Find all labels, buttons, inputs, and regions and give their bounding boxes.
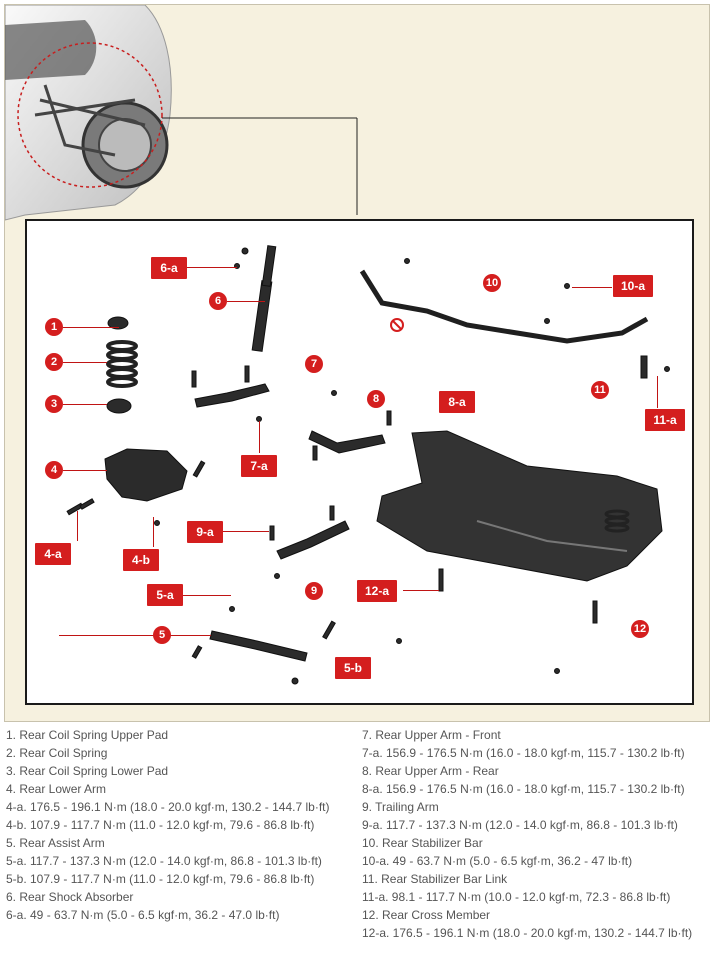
legend-line: 12-a. 176.5 - 196.1 N·m (18.0 - 20.0 kgf… xyxy=(362,926,693,940)
leader-line xyxy=(403,590,439,591)
leader-line xyxy=(63,362,107,363)
leader-line xyxy=(77,511,78,541)
leader-line xyxy=(572,287,612,288)
cross-member xyxy=(376,430,663,582)
car-inset-illustration xyxy=(5,5,358,221)
legend-column-left: 1. Rear Coil Spring Upper Pad 2. Rear Co… xyxy=(6,726,330,924)
coil-spring xyxy=(106,340,138,388)
leader-line xyxy=(59,635,211,636)
leader-line xyxy=(63,327,119,328)
leader-line xyxy=(187,267,237,268)
legend-line: 9. Trailing Arm xyxy=(362,800,439,814)
trailing-arm xyxy=(276,520,350,560)
legend-line: 5. Rear Assist Arm xyxy=(6,836,105,850)
legend-line: 4-b. 107.9 - 117.7 N·m (11.0 - 12.0 kgf·… xyxy=(6,818,315,832)
cross-member-spring xyxy=(604,509,630,533)
legend-line: 9-a. 117.7 - 137.3 N·m (12.0 - 14.0 kgf·… xyxy=(362,818,678,832)
legend-line: 5-b. 107.9 - 117.7 N·m (11.0 - 12.0 kgf·… xyxy=(6,872,315,886)
leader-line xyxy=(63,470,107,471)
legend-line: 10-a. 49 - 63.7 N·m (5.0 - 6.5 kgf·m, 36… xyxy=(362,854,633,868)
callout-4-b: 4-b xyxy=(123,549,159,571)
callout-2: 2 xyxy=(45,353,63,371)
leader-line xyxy=(63,404,107,405)
callout-12: 12 xyxy=(631,620,649,638)
callout-3: 3 xyxy=(45,395,63,413)
callout-11: 11 xyxy=(591,381,609,399)
callout-6-a: 6-a xyxy=(151,257,187,279)
shock-absorber xyxy=(251,280,273,352)
suspension-parts-drawing xyxy=(66,245,670,685)
legend-line: 6-a. 49 - 63.7 N·m (5.0 - 6.5 kgf·m, 36.… xyxy=(6,908,280,922)
callout-4: 4 xyxy=(45,461,63,479)
legend-line: 8-a. 156.9 - 176.5 N·m (16.0 - 18.0 kgf·… xyxy=(362,782,685,796)
callout-10-a: 10-a xyxy=(613,275,653,297)
legend-line: 6. Rear Shock Absorber xyxy=(6,890,134,904)
callout-7: 7 xyxy=(305,355,323,373)
legend-line: 2. Rear Coil Spring xyxy=(6,746,108,760)
callout-9: 9 xyxy=(305,582,323,600)
callout-4-a: 4-a xyxy=(35,543,71,565)
leader-line xyxy=(657,376,658,408)
leader-line xyxy=(227,301,265,302)
callout-5-a: 5-a xyxy=(147,584,183,606)
callout-5: 5 xyxy=(153,626,171,644)
leader-line xyxy=(259,421,260,453)
spring-lower-pad xyxy=(106,398,132,414)
legend-line: 4. Rear Lower Arm xyxy=(6,782,107,796)
callout-5-b: 5-b xyxy=(335,657,371,679)
zoom-circle xyxy=(17,42,163,188)
legend-line: 11. Rear Stabilizer Bar Link xyxy=(362,872,508,886)
callout-10: 10 xyxy=(483,274,501,292)
car-window xyxy=(5,20,97,80)
legend-line: 10. Rear Stabilizer Bar xyxy=(362,836,483,850)
spring-upper-pad xyxy=(107,316,129,330)
legend-line: 3. Rear Coil Spring Lower Pad xyxy=(6,764,169,778)
prohibited-icon xyxy=(390,318,404,332)
legend-line: 4-a. 176.5 - 196.1 N·m (18.0 - 20.0 kgf·… xyxy=(6,800,330,814)
callout-11-a: 11-a xyxy=(645,409,685,431)
stabilizer-bar xyxy=(359,269,649,344)
parts-legend: 1. Rear Coil Spring Upper Pad 2. Rear Co… xyxy=(0,726,712,953)
legend-column-right: 7. Rear Upper Arm - Front 7-a. 156.9 - 1… xyxy=(362,726,692,942)
legend-line: 1. Rear Coil Spring Upper Pad xyxy=(6,728,169,742)
callout-9-a: 9-a xyxy=(187,521,223,543)
exploded-view-panel: 1 2 3 4 5 6 7 8 9 10 11 12 6-a 4-a 4-b 5… xyxy=(25,219,694,705)
callout-1: 1 xyxy=(45,318,63,336)
leader-line xyxy=(153,517,154,547)
legend-line: 5-a. 117.7 - 137.3 N·m (12.0 - 14.0 kgf·… xyxy=(6,854,322,868)
upper-arm-front xyxy=(194,383,270,408)
callout-7-a: 7-a xyxy=(241,455,277,477)
legend-line: 7-a. 156.9 - 176.5 N·m (16.0 - 18.0 kgf·… xyxy=(362,746,685,760)
legend-line: 8. Rear Upper Arm - Rear xyxy=(362,764,499,778)
callout-8: 8 xyxy=(367,390,385,408)
legend-line: 11-a. 98.1 - 117.7 N·m (10.0 - 12.0 kgf·… xyxy=(362,890,671,904)
diagram-figure: 1 2 3 4 5 6 7 8 9 10 11 12 6-a 4-a 4-b 5… xyxy=(4,4,710,722)
leader-line xyxy=(223,531,269,532)
callout-8-a: 8-a xyxy=(439,391,475,413)
upper-arm-rear xyxy=(308,430,386,454)
legend-line: 7. Rear Upper Arm - Front xyxy=(362,728,501,742)
leader-line xyxy=(177,595,231,596)
assist-arm xyxy=(209,630,308,662)
lower-arm xyxy=(104,448,188,502)
callout-6: 6 xyxy=(209,292,227,310)
legend-line: 12. Rear Cross Member xyxy=(362,908,491,922)
callout-12-a: 12-a xyxy=(357,580,397,602)
